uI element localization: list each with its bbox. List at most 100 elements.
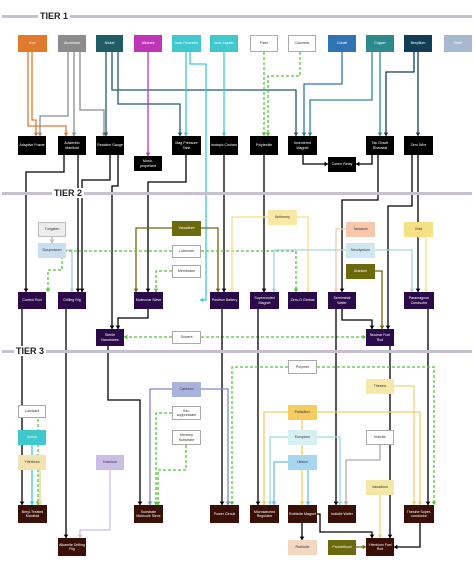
node-tantalum: Tantalum: [346, 222, 375, 237]
edge-iron-austenitic: [27, 52, 67, 136]
edge-coolant-battery-arrowhead: [221, 288, 227, 292]
tier-3-label: TIER 3: [14, 346, 47, 356]
node-polymer: Polymer: [288, 360, 317, 374]
edge-lubricant-gimbal2: [201, 250, 297, 292]
edge-palladium-rothicite-arrowhead: [299, 501, 305, 505]
node-aluminum: Aluminum: [58, 35, 86, 52]
edge-holmium-alkamite: [79, 470, 111, 538]
node-mag-pressure-tank: Mag Pressure Tank: [172, 136, 201, 155]
node-tau-grade-rheostat: Tau Grade Rheostat: [366, 136, 394, 155]
edge-iron-adaptive: [31, 52, 37, 136]
edge-rheostat-relay-arrowhead: [356, 161, 360, 167]
node-polytextile: Polytextile: [250, 136, 278, 155]
node-antimony: Antimony: [268, 210, 297, 225]
node-europium: Europium: [288, 430, 317, 445]
edge-tank-sieve-arrowhead: [145, 288, 151, 292]
edge-palladium-thesine-arrowhead: [417, 501, 423, 505]
edge-fiber-polytextile-arrowhead: [261, 132, 267, 136]
node-holmium: Holmium: [96, 455, 124, 470]
edge-tantalum-semimetal: [335, 228, 346, 292]
edge-solvent-nuclear-arrowhead: [362, 334, 366, 340]
edge-gauge-sterile: [111, 155, 119, 329]
node-lubricant-t3: Lubricant: [18, 405, 46, 418]
edge-promethium-yfuel-arrowhead: [362, 544, 366, 550]
edge-copper-rheostat-arrowhead: [377, 132, 383, 136]
node-supercooled-magnet: Supercooled Magnet: [250, 292, 279, 309]
node-indicite: Indicite: [366, 430, 394, 445]
edge-palladium-micro-arrowhead: [261, 501, 267, 505]
edge-rheostat-relay: [356, 155, 373, 165]
node-fiber: Fiber: [250, 35, 278, 52]
node-monopropellant: Mono- propellant: [134, 156, 162, 171]
edge-caesium-substrate-arrowhead: [147, 501, 153, 505]
edge-zero-nuclear: [387, 155, 413, 329]
edge-holmium-alkamite-arrowhead: [77, 534, 83, 538]
tier-3-band: [2, 350, 472, 353]
edge-sieve-sterile-arrowhead: [115, 325, 121, 329]
edge-sterile-substrate-arrowhead: [137, 501, 143, 505]
edge-fluorides-control-arrowhead: [200, 297, 204, 303]
edge-rothicite-magnet-out-arrowhead: [299, 536, 305, 540]
edge-vanadium-battery: [201, 227, 219, 292]
node-rothicite-magnet: Rothicite Magnet: [288, 505, 317, 523]
edge-nickel-magnet: [111, 52, 297, 136]
node-ytterbium-fuel-rod: Ytterbium Fuel Rod: [366, 538, 394, 556]
edge-memory-substrate-arrowhead: [155, 501, 161, 505]
edge-polymer-thesine-arrowhead: [431, 501, 437, 505]
edge-palladium-thesine: [317, 411, 421, 505]
edge-rheostat-semimetal-arrowhead: [339, 288, 345, 292]
edge-cobalt-magnet: [303, 52, 343, 136]
edge-aluminum-adaptive-arrowhead: [37, 132, 43, 136]
edge-lubricant-gimbal: [47, 250, 172, 292]
edge-vanadium-sieve: [135, 227, 172, 292]
edge-antimony-gimbal: [297, 216, 309, 292]
edge-indicite-wafer: [345, 445, 381, 505]
node-palladium: Palladium: [288, 405, 317, 420]
edge-caesium-power: [201, 388, 229, 505]
node-ionic-liquids: Ionic Liquids: [210, 35, 238, 52]
edge-tank-sieve: [147, 155, 187, 292]
edge-sterile-substrate: [107, 346, 141, 505]
edge-lithium-micro: [273, 461, 288, 505]
edge-membrane-sieve-arrowhead: [153, 288, 159, 292]
edge-aluminum-austenitic-arrowhead: [71, 132, 77, 136]
node-power-circuit: Power Circuit: [210, 505, 239, 523]
tier-2-label: TIER 2: [52, 188, 85, 198]
edge-europium-micro: [269, 436, 288, 505]
edge-polymer-power-arrowhead: [229, 501, 235, 505]
edge-beryllium-rheostat-arrowhead: [383, 132, 389, 136]
edge-lithium-micro-arrowhead: [271, 501, 277, 505]
edge-cobalt-magnet-arrowhead: [301, 132, 307, 136]
node-uranium: Uranium: [346, 264, 375, 279]
edge-fluorides-control: [189, 52, 207, 301]
edge-europium-indicite-arrowhead: [337, 501, 343, 505]
edge-zero-nuclear-arrowhead: [385, 325, 391, 329]
edge-fluorides-tank-arrowhead: [183, 132, 189, 136]
node-lubricant-t2: Lubricant: [172, 245, 201, 258]
edge-bio-substrate: [155, 412, 172, 505]
edge-nickel-tank: [117, 52, 181, 136]
edge-beryllium-zero-arrowhead: [415, 132, 421, 136]
edge-neodymium-paramagnon-arrowhead: [409, 288, 415, 292]
edge-antimony-gimbal-arrowhead: [305, 288, 311, 292]
node-rothicite: Rothicite: [288, 540, 317, 555]
tier-1-band: [2, 15, 472, 18]
edge-alkanes-mono-arrowhead: [145, 152, 151, 156]
edge-gauge-drill: [81, 155, 111, 292]
edge-gold-paramagnon: [418, 236, 427, 292]
edge-gauge-drill-arrowhead: [79, 288, 85, 292]
node-zero-wire: Zero Wire: [404, 136, 433, 155]
edge-neodymium-paramagnon: [375, 249, 413, 292]
node-dysprosium: Dysprosium: [38, 243, 66, 258]
node-control-rod: Control Rod: [18, 292, 46, 309]
edge-tantalum-semimetal-arrowhead: [333, 288, 339, 292]
node-adaptive-frame: Adaptive Frame: [18, 136, 46, 155]
node-comm-relay: Comm Relay: [328, 157, 356, 172]
node-vanadium-raw: Vanadium: [366, 480, 394, 495]
edge-zerowire-paramagnon-arrowhead: [415, 288, 421, 292]
edge-uranium-nuclear: [375, 270, 383, 329]
edge-indicite-wafer-arrowhead: [343, 501, 349, 505]
node-alkamite-drilling-rig: Alkamite Drilling Rig: [58, 538, 86, 556]
